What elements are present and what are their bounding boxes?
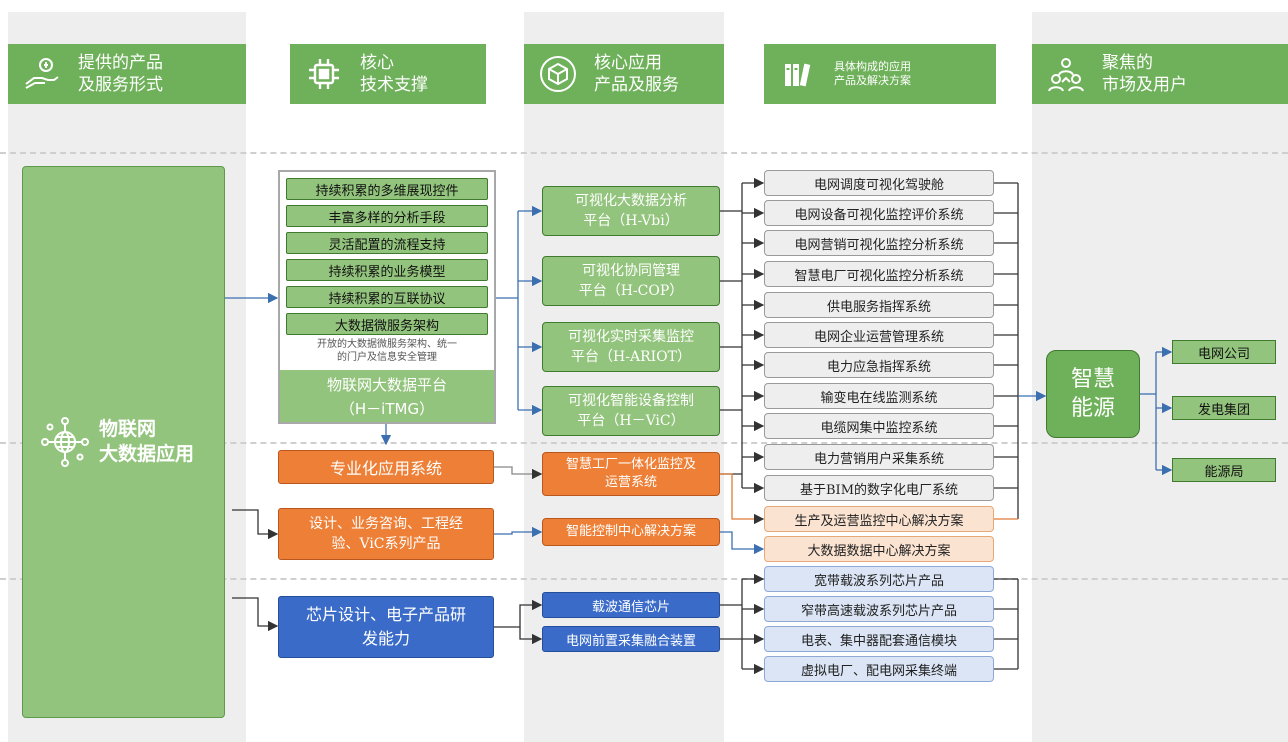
core-control-center-text: 智能控制中心解决方案 bbox=[565, 524, 696, 539]
chip-icon bbox=[302, 52, 346, 96]
header-2-line2: 技术支撑 bbox=[360, 75, 428, 95]
hub-line1: 智慧 bbox=[1070, 367, 1115, 392]
core-hvic-line1: 可视化智能设备控制 bbox=[568, 393, 694, 409]
cube-icon bbox=[536, 52, 580, 96]
platform-note: 开放的大数据微服务架构、统一 的门户及信息安全管理 bbox=[284, 338, 490, 364]
feature-1: 持续积累的多维展现控件 bbox=[286, 178, 488, 200]
tech-design-line1: 设计、业务咨询、工程经 bbox=[309, 516, 463, 532]
platform-name-line1: 物联网大数据平台 bbox=[326, 376, 447, 394]
core-hvbi: 可视化大数据分析 平台（H-Vbi） bbox=[542, 186, 720, 236]
header-3-line2: 产品及服务 bbox=[594, 75, 679, 95]
header-1-line1: 提供的产品 bbox=[78, 53, 163, 73]
header-3-line1: 核心应用 bbox=[594, 53, 662, 73]
solution-11: 基于BIM的数字化电厂系统 bbox=[764, 475, 994, 501]
header-solutions: 具体构成的应用产品及解决方案 bbox=[764, 44, 996, 104]
hub-line2: 能源 bbox=[1070, 396, 1115, 421]
core-hcop: 可视化协同管理 平台（H-COP） bbox=[542, 256, 720, 306]
core-hariot-line2: 平台（H-ARIOT） bbox=[571, 349, 691, 365]
solution-13: 大数据数据中心解决方案 bbox=[764, 536, 994, 562]
iot-panel-line1: 物联网 bbox=[99, 418, 157, 440]
core-hvic-line2: 平台（H－ViC） bbox=[577, 413, 685, 429]
iot-bigdata-panel: 物联网 大数据应用 bbox=[22, 166, 225, 718]
solution-4: 智慧电厂可视化监控分析系统 bbox=[764, 261, 994, 287]
market-energy-bureau: 能源局 bbox=[1172, 458, 1276, 482]
hand-coin-icon bbox=[20, 52, 64, 96]
core-hvbi-line1: 可视化大数据分析 bbox=[575, 193, 687, 209]
header-products-services: 提供的产品及服务形式 bbox=[8, 44, 246, 104]
core-hvbi-line2: 平台（H-Vbi） bbox=[583, 213, 679, 229]
feature-2: 丰富多样的分析手段 bbox=[286, 205, 488, 227]
core-hcop-line2: 平台（H-COP） bbox=[578, 283, 684, 299]
iot-globe-icon bbox=[39, 416, 91, 468]
tech-professional-apps: 专业化应用系统 bbox=[278, 450, 494, 484]
solution-8: 输变电在线监测系统 bbox=[764, 383, 994, 409]
solution-9: 电缆网集中监控系统 bbox=[764, 413, 994, 439]
feature-5: 持续积累的互联协议 bbox=[286, 286, 488, 308]
solution-12: 生产及运营监控中心解决方案 bbox=[764, 506, 994, 532]
feature-3: 灵活配置的流程支持 bbox=[286, 232, 488, 254]
solution-14: 宽带载波系列芯片产品 bbox=[764, 566, 994, 592]
tech-design-consulting: 设计、业务咨询、工程经 验、ViC系列产品 bbox=[278, 508, 494, 560]
core-smart-factory-line2: 运营系统 bbox=[604, 475, 657, 490]
header-4-line1: 具体构成的应用 bbox=[834, 60, 911, 73]
header-core-apps: 核心应用产品及服务 bbox=[524, 44, 724, 104]
core-smart-factory: 智慧工厂一体化监控及 运营系统 bbox=[542, 452, 720, 496]
header-markets: 聚焦的市场及用户 bbox=[1032, 44, 1288, 104]
core-hvic: 可视化智能设备控制 平台（H－ViC） bbox=[542, 386, 720, 436]
tech-chip-line1: 芯片设计、电子产品研 bbox=[305, 605, 466, 624]
header-1-line2: 及服务形式 bbox=[78, 75, 163, 95]
books-icon bbox=[776, 52, 820, 96]
solution-3: 电网营销可视化监控分析系统 bbox=[764, 230, 994, 256]
core-control-center: 智慧工厂一体化监控及 智能控制中心解决方案 bbox=[542, 518, 720, 546]
smart-energy-hub: 智慧 能源 bbox=[1046, 350, 1140, 438]
platform-note-line1: 开放的大数据微服务架构、统一 bbox=[317, 339, 457, 350]
users-icon bbox=[1044, 52, 1088, 96]
core-hcop-line1: 可视化协同管理 bbox=[582, 263, 680, 279]
header-4-line2: 产品及解决方案 bbox=[834, 74, 911, 87]
solution-6: 电网企业运营管理系统 bbox=[764, 322, 994, 348]
solution-7: 电力应急指挥系统 bbox=[764, 352, 994, 378]
solution-1: 电网调度可视化驾驶舱 bbox=[764, 170, 994, 196]
core-hariot-line1: 可视化实时采集监控 bbox=[568, 329, 694, 345]
iot-panel-line2: 大数据应用 bbox=[99, 443, 195, 465]
platform-note-line2: 的门户及信息安全管理 bbox=[337, 352, 437, 363]
market-grid-company: 电网公司 bbox=[1172, 340, 1276, 364]
tech-professional-apps-label: 专业化应用系统 bbox=[329, 459, 442, 478]
column-bg-3 bbox=[524, 12, 724, 742]
platform-name-line2: （H－iTMG） bbox=[339, 400, 435, 418]
header-core-tech: 核心技术支撑 bbox=[290, 44, 486, 104]
core-carrier-chip: 载波通信芯片 bbox=[542, 592, 720, 618]
header-2-line1: 核心 bbox=[360, 53, 394, 73]
solution-17: 虚拟电厂、配电网采集终端 bbox=[764, 656, 994, 682]
platform-name: 物联网大数据平台 （H－iTMG） bbox=[280, 370, 494, 422]
tech-chip-design: 芯片设计、电子产品研 发能力 bbox=[278, 596, 494, 658]
header-5-line1: 聚焦的 bbox=[1102, 53, 1153, 73]
solution-15: 窄带高速载波系列芯片产品 bbox=[764, 596, 994, 622]
feature-6: 大数据微服务架构 bbox=[286, 313, 488, 335]
core-smart-factory-line1: 智慧工厂一体化监控及 bbox=[565, 457, 696, 472]
market-power-group: 发电集团 bbox=[1172, 396, 1276, 420]
tech-chip-line2: 发能力 bbox=[361, 629, 410, 648]
core-hariot: 可视化实时采集监控 平台（H-ARIOT） bbox=[542, 322, 720, 372]
separator-middle bbox=[0, 442, 1288, 444]
solution-10: 电力营销用户采集系统 bbox=[764, 444, 994, 470]
solution-5: 供电服务指挥系统 bbox=[764, 292, 994, 318]
feature-4: 持续积累的业务模型 bbox=[286, 259, 488, 281]
solution-2: 电网设备可视化监控评价系统 bbox=[764, 200, 994, 226]
solution-16: 电表、集中器配套通信模块 bbox=[764, 626, 994, 652]
core-front-collector: 电网前置采集融合装置 bbox=[542, 626, 720, 652]
separator-bottom bbox=[0, 578, 1288, 580]
header-5-line2: 市场及用户 bbox=[1102, 75, 1187, 95]
separator-top bbox=[0, 152, 1288, 154]
tech-design-line2: 验、ViC系列产品 bbox=[331, 536, 441, 552]
